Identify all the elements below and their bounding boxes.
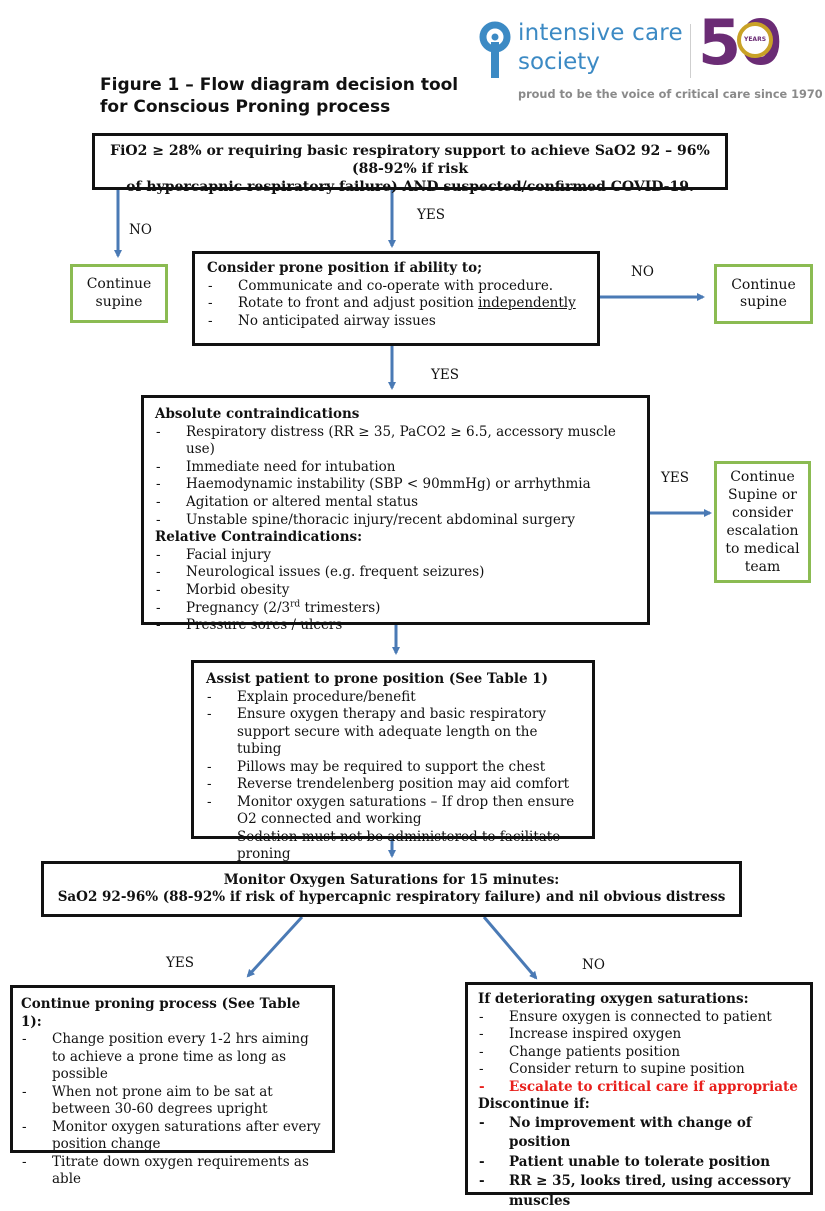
list-item: Change patients position xyxy=(478,1044,802,1062)
list-item-text: Rotate to front and adjust position xyxy=(238,295,474,311)
list-item: Rotate to front and adjust position inde… xyxy=(207,295,587,313)
list-item: Neurological issues (e.g. frequent seizu… xyxy=(155,564,637,582)
continue-proning-box: Continue proning process (See Table 1): … xyxy=(10,985,335,1153)
list-item: No anticipated airway issues xyxy=(207,313,587,331)
label-yes-4: YES xyxy=(166,955,194,971)
assist-prone-box: Assist patient to prone position (See Ta… xyxy=(191,660,595,839)
arrow-box5-to-box6 xyxy=(248,917,302,976)
escalation-text: Continue Supine or consider escalation t… xyxy=(721,468,804,576)
list-item: Unstable spine/thoracic injury/recent ab… xyxy=(155,512,637,530)
list-item: Haemodynamic instability (SBP < 90mmHg) … xyxy=(155,476,637,494)
label-no-1: NO xyxy=(129,222,152,238)
label-yes-3: YES xyxy=(661,470,689,486)
list-item: Increase inspired oxygen xyxy=(478,1026,802,1044)
continue-proning-list: Change position every 1-2 hrs aiming to … xyxy=(21,1031,324,1189)
entry-criteria-box: FiO2 ≥ 28% or requiring basic respirator… xyxy=(92,133,728,190)
pregnancy-post: trimesters) xyxy=(300,600,380,616)
list-item: Facial injury xyxy=(155,547,637,565)
continue-proning-title: Continue proning process (See Table 1): xyxy=(21,996,324,1031)
label-no-4: NO xyxy=(582,957,605,973)
deteriorating-list: Ensure oxygen is connected to patient In… xyxy=(478,1009,802,1097)
monitor-line2: SaO2 92-96% (88-92% if risk of hypercapn… xyxy=(44,889,739,906)
list-item: Explain procedure/benefit xyxy=(206,689,584,707)
contraindications-box: Absolute contraindications Respiratory d… xyxy=(141,395,650,625)
list-item: Reverse trendelenberg position may aid c… xyxy=(206,776,584,794)
deteriorating-title: If deteriorating oxygen saturations: xyxy=(478,991,802,1009)
list-item: Monitor oxygen saturations after every p… xyxy=(21,1119,324,1154)
list-item: Immediate need for intubation xyxy=(155,459,637,477)
label-no-2: NO xyxy=(631,264,654,280)
relative-contraindications-title: Relative Contraindications: xyxy=(155,529,637,547)
list-item: Morbid obesity xyxy=(155,582,637,600)
list-item: Pregnancy (2/3rd trimesters) xyxy=(155,600,637,618)
consider-prone-title: Consider prone position if ability to; xyxy=(207,260,587,278)
list-item: Consider return to supine position xyxy=(478,1061,802,1079)
list-item: When not prone aim to be sat at between … xyxy=(21,1084,324,1119)
absolute-contraindications-list: Respiratory distress (RR ≥ 35, PaCO2 ≥ 6… xyxy=(155,424,637,530)
list-item: Sedation must not be administered to fac… xyxy=(206,829,584,864)
list-item: RR ≥ 35, looks tired, using accessory mu… xyxy=(478,1172,802,1211)
list-item: Respiratory distress (RR ≥ 35, PaCO2 ≥ 6… xyxy=(155,424,637,459)
consider-prone-list: Communicate and co-operate with procedur… xyxy=(207,278,587,331)
entry-criteria-line2: of hypercapnic respiratory failure) AND … xyxy=(95,178,725,196)
monitor-line1: Monitor Oxygen Saturations for 15 minute… xyxy=(44,872,739,889)
escalation-box: Continue Supine or consider escalation t… xyxy=(714,461,811,583)
list-item-underlined: independently xyxy=(478,295,576,311)
list-item: Monitor oxygen saturations – If drop the… xyxy=(206,794,584,829)
absolute-contraindications-title: Absolute contraindications xyxy=(155,406,637,424)
discontinue-list: No improvement with change of position P… xyxy=(478,1114,802,1211)
relative-contraindications-list: Facial injury Neurological issues (e.g. … xyxy=(155,547,637,635)
list-item: Pillows may be required to support the c… xyxy=(206,759,584,777)
discontinue-title: Discontinue if: xyxy=(478,1096,802,1114)
list-item: Ensure oxygen is connected to patient xyxy=(478,1009,802,1027)
list-item: No improvement with change of position xyxy=(478,1114,802,1153)
continue-supine-right-box: Continue supine xyxy=(714,264,813,324)
continue-supine-right-text: Continue supine xyxy=(721,277,806,312)
pregnancy-sup: rd xyxy=(290,599,300,609)
list-item: Patient unable to tolerate position xyxy=(478,1153,802,1173)
deteriorating-box: If deteriorating oxygen saturations: Ens… xyxy=(465,982,813,1195)
list-item: Agitation or altered mental status xyxy=(155,494,637,512)
list-item: Change position every 1-2 hrs aiming to … xyxy=(21,1031,324,1084)
assist-prone-list: Explain procedure/benefit Ensure oxygen … xyxy=(206,689,584,864)
list-item: Titrate down oxygen requirements as able xyxy=(21,1154,324,1189)
list-item: Pressure sores / ulcers xyxy=(155,617,637,635)
monitor-saturations-box: Monitor Oxygen Saturations for 15 minute… xyxy=(41,861,742,917)
consider-prone-box: Consider prone position if ability to; C… xyxy=(192,251,600,346)
label-yes-2: YES xyxy=(431,367,459,383)
list-item: Communicate and co-operate with procedur… xyxy=(207,278,587,296)
continue-supine-left-box: Continue supine xyxy=(70,264,168,323)
entry-criteria-line1: FiO2 ≥ 28% or requiring basic respirator… xyxy=(95,142,725,178)
continue-supine-left-text: Continue supine xyxy=(77,276,161,311)
list-item: Ensure oxygen therapy and basic respirat… xyxy=(206,706,584,759)
escalate-item: Escalate to critical care if appropriate xyxy=(478,1079,802,1097)
pregnancy-pre: Pregnancy (2/3 xyxy=(186,600,290,616)
label-yes-1: YES xyxy=(417,207,445,223)
arrow-box5-to-box7 xyxy=(484,917,536,978)
assist-prone-title: Assist patient to prone position (See Ta… xyxy=(206,671,584,689)
